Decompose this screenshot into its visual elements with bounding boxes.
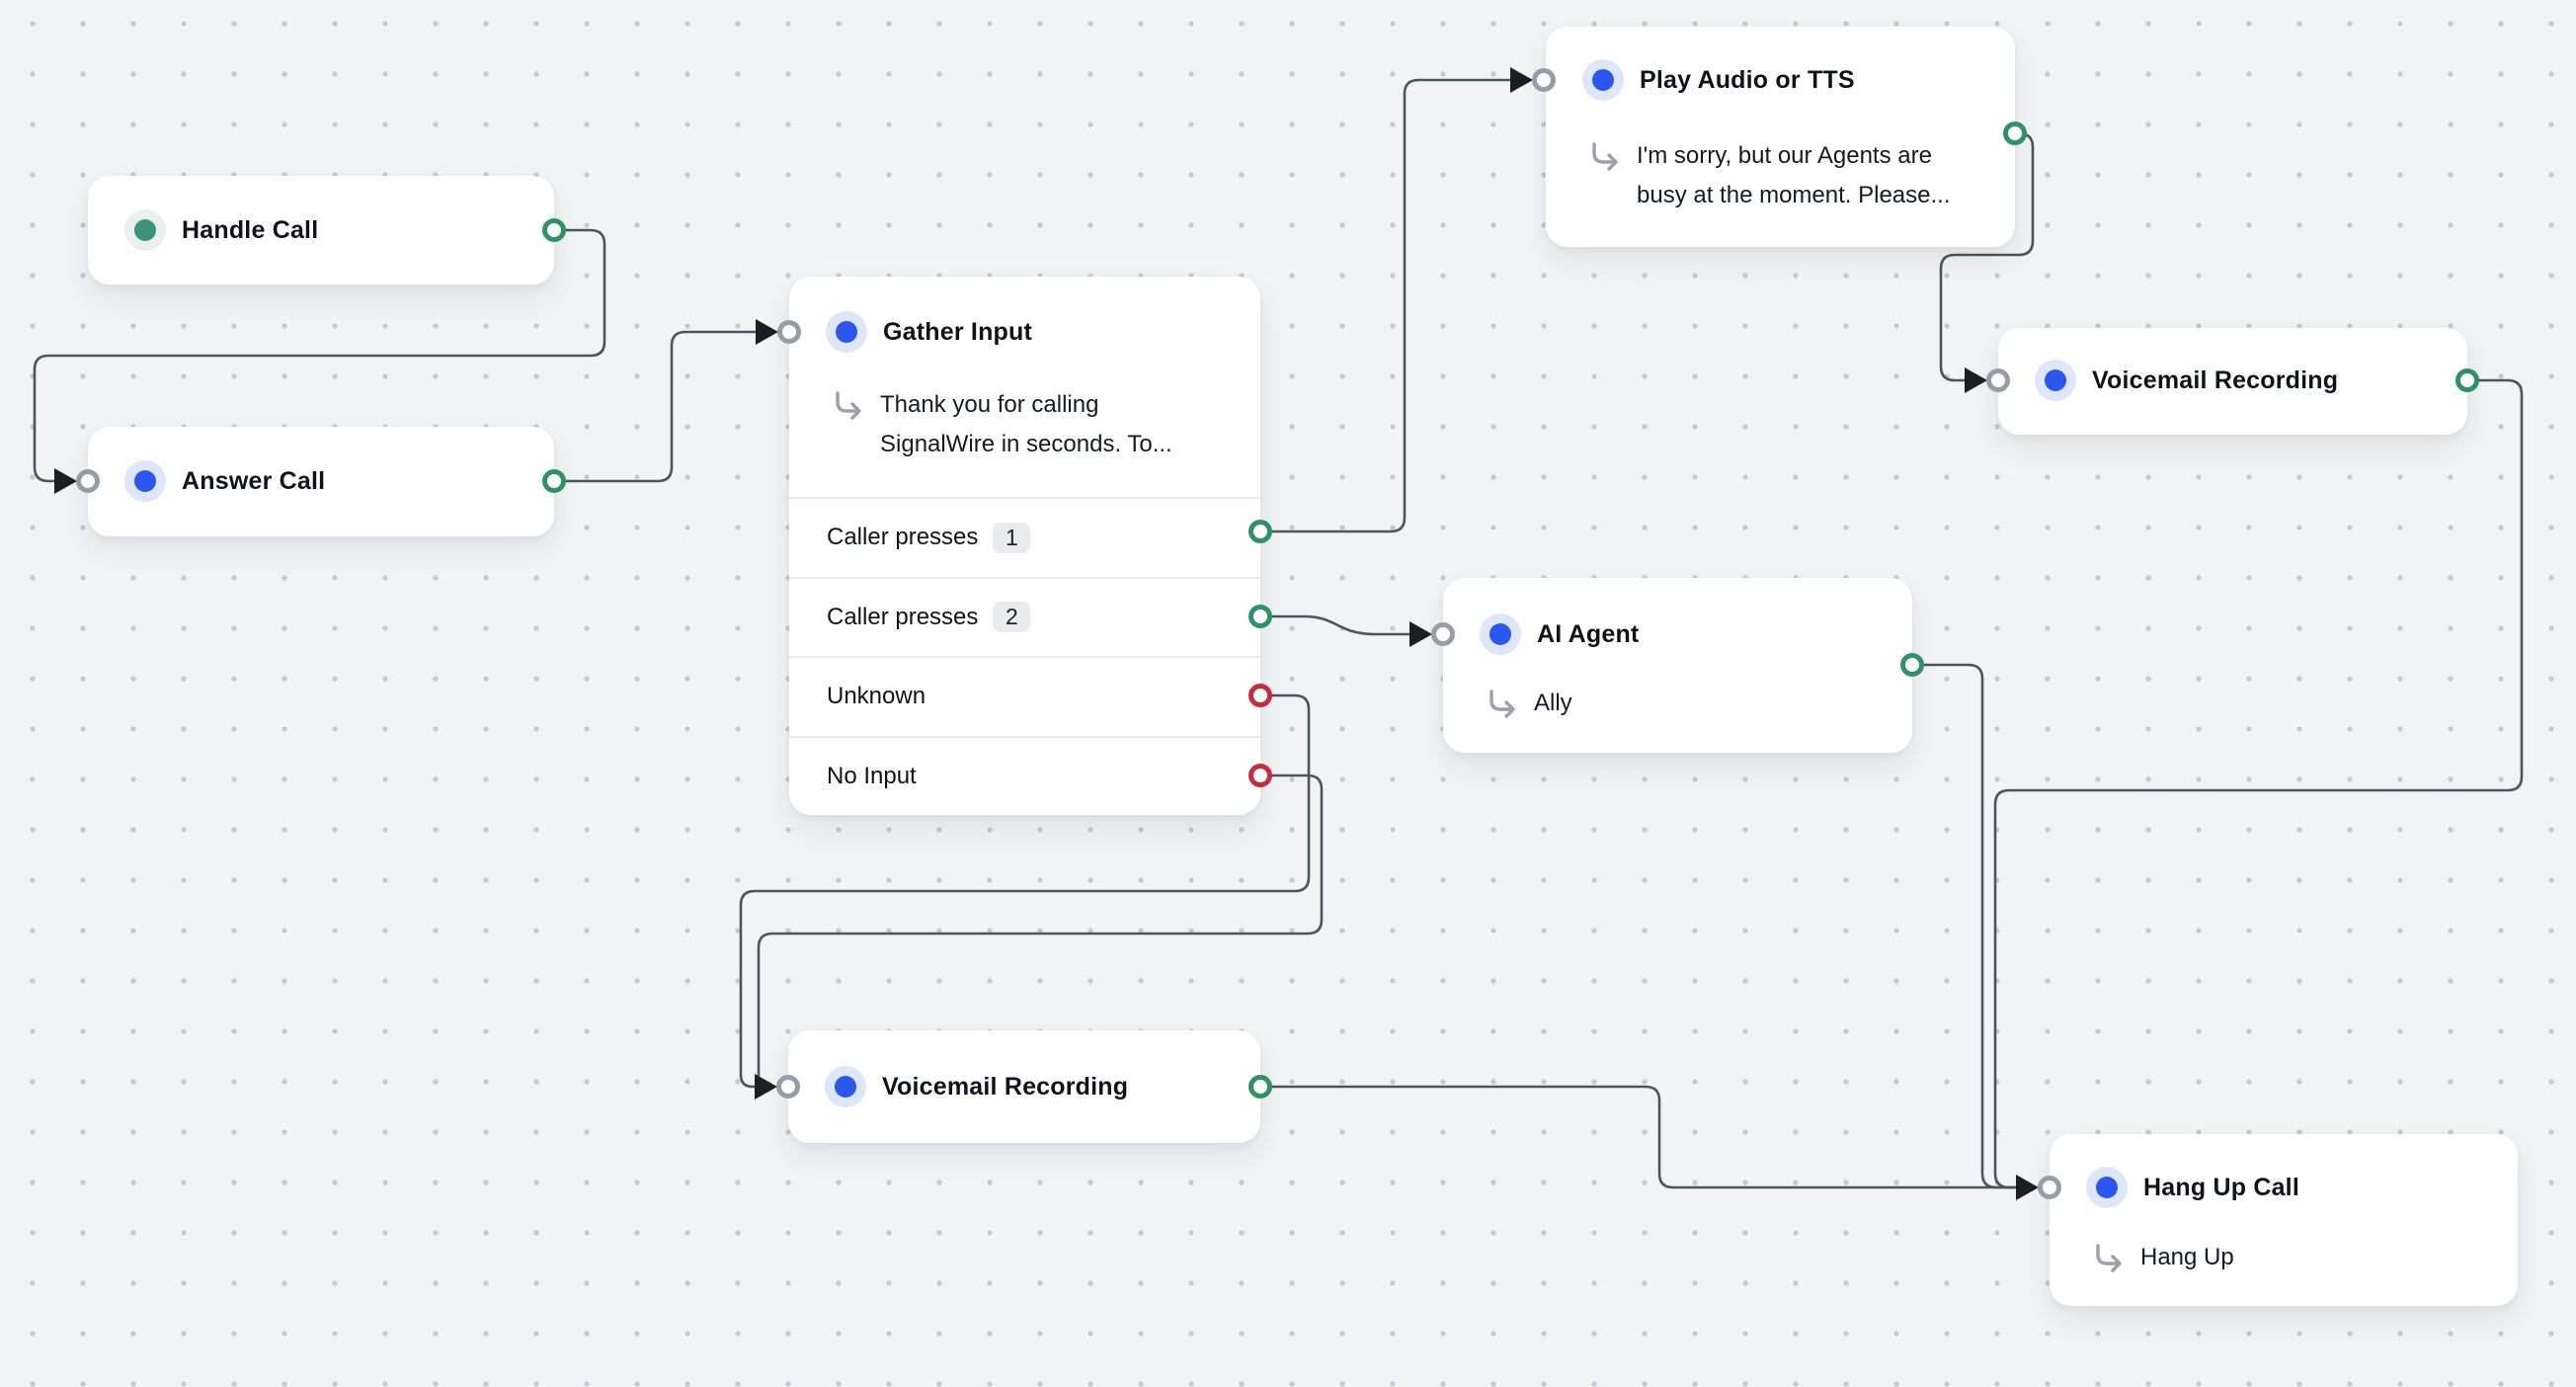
output-port-handle-call[interactable] — [542, 218, 566, 242]
node-subtitle: I'm sorry, but our Agents are busy at th… — [1637, 142, 1951, 208]
ai-agent-icon — [1480, 613, 1521, 655]
voicemail-icon — [2035, 360, 2076, 401]
input-port-voicemail-recording-1[interactable] — [1986, 368, 2010, 392]
reply-arrow-icon — [836, 391, 861, 420]
edge-voicemail-recording-2-to-hang-up-call[interactable] — [1258, 1085, 2018, 1189]
edge-answer-call-to-gather-input[interactable] — [552, 330, 758, 483]
output-port-caller-presses-1[interactable] — [1248, 520, 1272, 543]
gather-input-icon — [826, 311, 867, 353]
node-title: Voicemail Recording — [2092, 366, 2339, 394]
node-subtitle: Ally — [1534, 690, 1572, 716]
node-hang-up-call[interactable]: Hang Up Call Hang Up — [2050, 1134, 2518, 1306]
input-arrow-icon — [54, 468, 77, 494]
output-port-voicemail-recording-2[interactable] — [1248, 1075, 1272, 1099]
input-port-answer-call[interactable] — [76, 469, 100, 493]
node-title: Gather Input — [883, 317, 1033, 346]
node-voicemail-recording-1[interactable]: Voicemail Recording — [1998, 328, 2467, 435]
output-row-caller-presses-1[interactable]: Caller presses 1 — [789, 497, 1260, 577]
edge-voicemail-recording-1-to-hang-up-call[interactable] — [1993, 378, 2524, 1189]
play-audio-icon — [1582, 59, 1624, 101]
hang-up-icon — [2086, 1167, 2128, 1208]
input-port-play-audio[interactable] — [1532, 68, 1556, 92]
output-row-unknown[interactable]: Unknown — [789, 656, 1260, 736]
edge-caller-presses-2-to-ai-agent[interactable] — [1258, 614, 1411, 636]
input-port-voicemail-recording-2[interactable] — [776, 1075, 800, 1099]
node-title: Handle Call — [182, 215, 319, 244]
edge-ai-agent-to-hang-up-call[interactable] — [1910, 663, 2018, 1189]
input-port-hang-up-call[interactable] — [2038, 1176, 2061, 1199]
reply-arrow-icon — [1592, 142, 1618, 171]
output-port-voicemail-recording-1[interactable] — [2455, 368, 2479, 392]
key-badge: 1 — [993, 522, 1031, 553]
node-subtitle: Hang Up — [2140, 1244, 2234, 1270]
input-arrow-icon — [756, 319, 778, 345]
output-port-ai-agent[interactable] — [1900, 653, 1924, 677]
node-title: Play Audio or TTS — [1640, 65, 1855, 94]
output-rows: Caller presses 1 Caller presses 2 Unknow… — [789, 497, 1260, 815]
input-arrow-icon — [2016, 1175, 2039, 1200]
voicemail-icon — [825, 1066, 866, 1107]
node-title: AI Agent — [1537, 619, 1640, 648]
node-voicemail-recording-2[interactable]: Voicemail Recording — [788, 1030, 1260, 1143]
key-badge: 2 — [993, 602, 1031, 633]
edge-handle-call-to-answer-call[interactable] — [33, 228, 606, 483]
output-port-no-input[interactable] — [1248, 764, 1272, 787]
input-port-gather-input[interactable] — [777, 320, 801, 344]
input-arrow-icon — [755, 1074, 777, 1100]
output-row-no-input[interactable]: No Input — [789, 735, 1260, 816]
output-port-play-audio[interactable] — [2003, 122, 2027, 145]
node-subtitle: Thank you for calling SignalWire in seco… — [880, 391, 1172, 457]
output-port-answer-call[interactable] — [542, 469, 566, 493]
output-row-caller-presses-2[interactable]: Caller presses 2 — [789, 576, 1260, 657]
input-arrow-icon — [1510, 67, 1533, 93]
output-port-unknown[interactable] — [1248, 684, 1272, 707]
edge-play-audio-to-voicemail-recording-1[interactable] — [1939, 131, 2035, 382]
input-port-ai-agent[interactable] — [1431, 622, 1455, 646]
node-title: Answer Call — [182, 466, 326, 495]
node-title: Hang Up Call — [2143, 1173, 2299, 1201]
output-port-caller-presses-2[interactable] — [1248, 605, 1272, 628]
node-answer-call[interactable]: Answer Call — [88, 427, 554, 536]
edge-caller-presses-1-to-play-audio[interactable] — [1258, 78, 1512, 533]
node-title: Voicemail Recording — [882, 1072, 1129, 1101]
reply-arrow-icon — [1489, 690, 1515, 718]
input-arrow-icon — [1965, 367, 1987, 393]
node-ai-agent[interactable]: AI Agent Ally — [1443, 578, 1912, 753]
edge-unknown-to-voicemail-recording-2[interactable] — [739, 694, 1311, 1089]
answer-call-icon — [124, 460, 166, 502]
node-handle-call[interactable]: Handle Call — [88, 176, 554, 285]
node-play-audio-or-tts[interactable]: Play Audio or TTS I'm sorry, but our Age… — [1546, 27, 2015, 247]
node-gather-input[interactable]: Gather Input Thank you for calling Signa… — [789, 277, 1260, 815]
handle-call-icon — [124, 209, 166, 251]
reply-arrow-icon — [2096, 1244, 2122, 1272]
input-arrow-icon — [1409, 621, 1432, 647]
